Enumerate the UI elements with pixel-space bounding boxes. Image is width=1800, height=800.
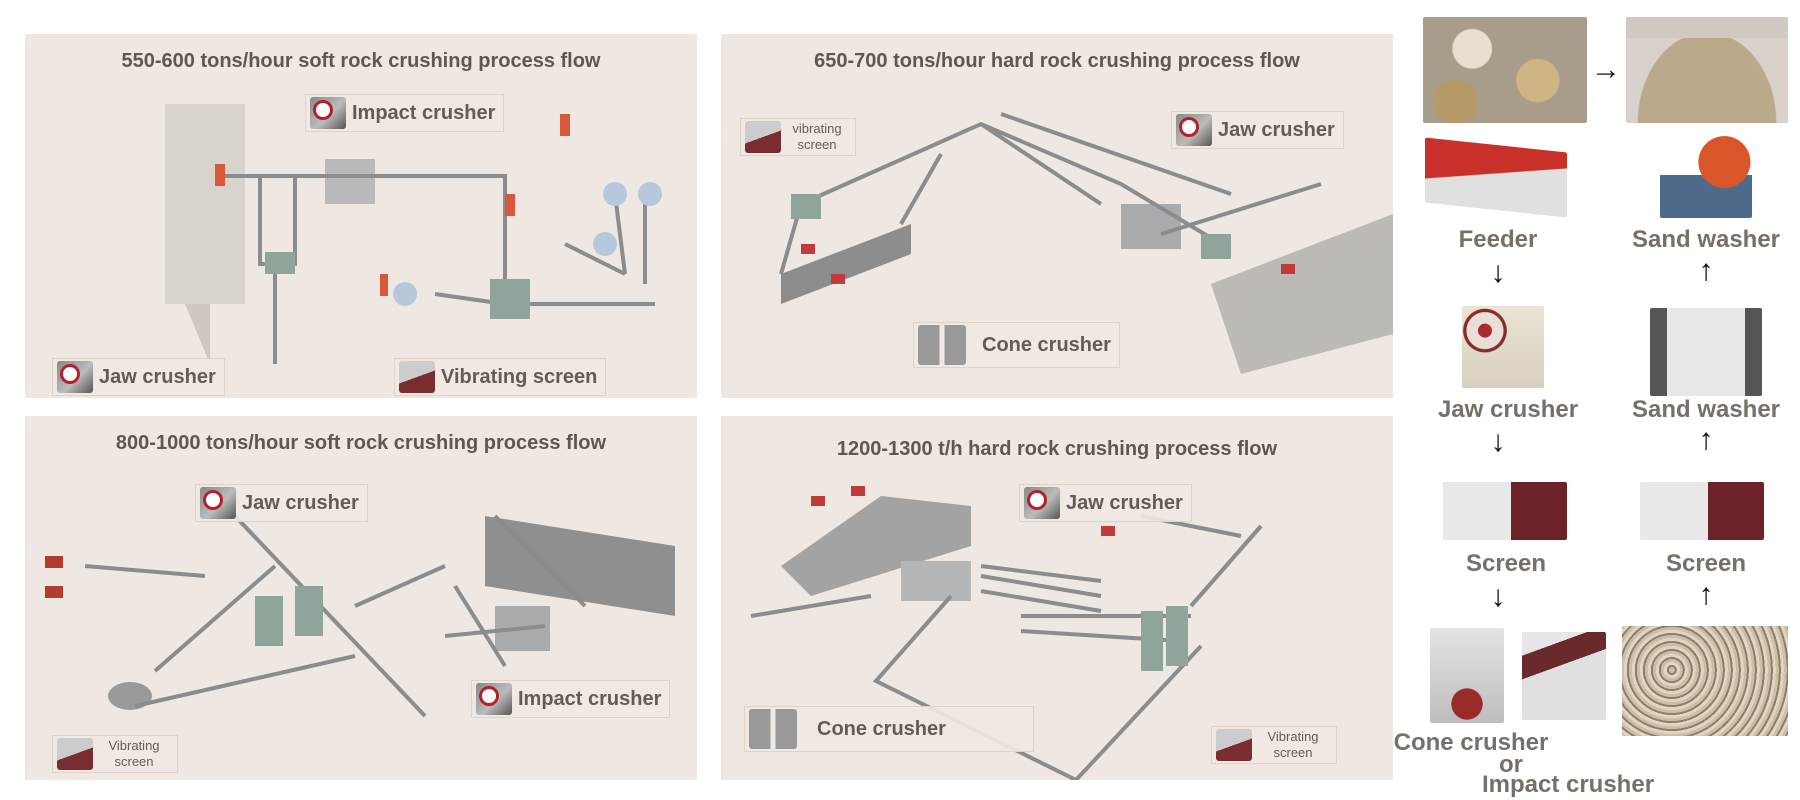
- sand-pile-image: [1626, 17, 1788, 123]
- label-text: Jaw crusher: [1066, 491, 1183, 514]
- flow-step-feeder: Feeder: [1458, 226, 1538, 253]
- label-text: Vibrating screen: [108, 738, 160, 769]
- jaw-crusher-icon: [1024, 487, 1060, 519]
- label-text: Impact crusher: [352, 101, 496, 124]
- flow-step-impact-crusher: Impact crusher: [1481, 771, 1655, 798]
- label-text: Jaw crusher: [1218, 118, 1335, 141]
- jaw-crusher-icon: [57, 361, 93, 393]
- label-vibrating-screen: Vibrating screen: [52, 735, 178, 773]
- label-vibrating-screen: Vibrating screen: [394, 358, 607, 396]
- label-text: Jaw crusher: [99, 365, 216, 388]
- label-impact-crusher: Impact crusher: [471, 680, 671, 718]
- vibrating-screen-icon: [745, 121, 781, 153]
- flow-step-screen: Screen: [1465, 550, 1547, 577]
- process-panel-650-700: 650-700 tons/hour hard rock crushing pro…: [721, 34, 1393, 398]
- screen-image: [1640, 482, 1764, 540]
- plant-diagram: [45, 514, 675, 718]
- arrow-up-icon: ↑: [1698, 578, 1714, 611]
- panel-title: 650-700 tons/hour hard rock crushing pro…: [814, 50, 1300, 72]
- process-panel-1200-1300: 1200-1300 t/h hard rock crushing process…: [721, 416, 1393, 780]
- sand-washer-image: [1660, 132, 1752, 218]
- panel-title: 550-600 tons/hour soft rock crushing pro…: [121, 50, 601, 72]
- jaw-crusher-image: [1462, 306, 1544, 388]
- plant-diagram: [165, 104, 662, 364]
- flow-step-cone-crusher: Cone crusher: [1393, 729, 1549, 756]
- flow-or: or: [1499, 751, 1523, 778]
- process-panel-800-1000: 800-1000 tons/hour soft rock crushing pr…: [25, 416, 697, 780]
- vibrating-screen-icon: [399, 361, 435, 393]
- label-jaw-crusher: Jaw crusher: [195, 484, 368, 522]
- process-panel-550-600: 550-600 tons/hour soft rock crushing pro…: [25, 34, 697, 398]
- arrow-right-icon: →: [1591, 53, 1621, 86]
- plant-diagram: [750, 486, 1263, 780]
- flow-step-jaw-crusher: Jaw crusher: [1437, 396, 1579, 423]
- feeder-image: [1425, 137, 1567, 218]
- label-jaw-crusher: Jaw crusher: [52, 358, 225, 396]
- flow-step-sand-washer: Sand washer: [1631, 226, 1781, 253]
- arrow-down-icon: ↓: [1490, 580, 1506, 613]
- cone-crusher-icon: [918, 325, 966, 365]
- plant-diagram: [779, 112, 1393, 374]
- flow-step-screen-2: Screen: [1665, 550, 1747, 577]
- label-vibrating-screen: vibrating screen: [740, 118, 856, 156]
- flow-step-sand-washer-2: Sand washer: [1631, 396, 1781, 423]
- panel-title: 1200-1300 t/h hard rock crushing process…: [836, 438, 1278, 460]
- impact-crusher-icon: [476, 683, 512, 715]
- impact-crusher-icon: [310, 97, 346, 129]
- label-text: Vibrating screen: [441, 365, 598, 388]
- label-cone-crusher: Cone crusher: [744, 706, 1034, 752]
- stones-image: [1423, 17, 1587, 123]
- label-text: vibrating screen: [792, 121, 842, 152]
- label-text: Impact crusher: [518, 687, 662, 710]
- label-text: Cone crusher: [817, 717, 946, 740]
- arrow-up-icon: ↑: [1698, 254, 1714, 287]
- label-text: Jaw crusher: [242, 491, 359, 514]
- arrow-down-icon: ↓: [1490, 425, 1506, 458]
- sand-maker-image: [1650, 308, 1762, 396]
- label-cone-crusher: Cone crusher: [913, 322, 1120, 368]
- jaw-crusher-icon: [200, 487, 236, 519]
- vibrating-screen-icon: [1216, 729, 1252, 761]
- impact-crusher-image: [1522, 632, 1606, 720]
- label-vibrating-screen: Vibrating screen: [1211, 726, 1337, 764]
- label-text: Cone crusher: [982, 333, 1111, 356]
- label-jaw-crusher: Jaw crusher: [1019, 484, 1192, 522]
- vibrating-screen-icon: [57, 738, 93, 770]
- screen-image: [1443, 482, 1567, 540]
- cone-crusher-icon: [749, 709, 797, 749]
- cone-crusher-image: [1430, 628, 1504, 723]
- jaw-crusher-icon: [1176, 114, 1212, 146]
- arrow-down-icon: ↓: [1490, 256, 1506, 289]
- label-text: Vibrating screen: [1267, 729, 1319, 760]
- label-impact-crusher: Impact crusher: [305, 94, 505, 132]
- arrow-up-icon: ↑: [1698, 423, 1714, 456]
- panel-title: 800-1000 tons/hour soft rock crushing pr…: [115, 432, 607, 454]
- gravel-image: [1622, 626, 1788, 736]
- label-jaw-crusher: Jaw crusher: [1171, 111, 1344, 149]
